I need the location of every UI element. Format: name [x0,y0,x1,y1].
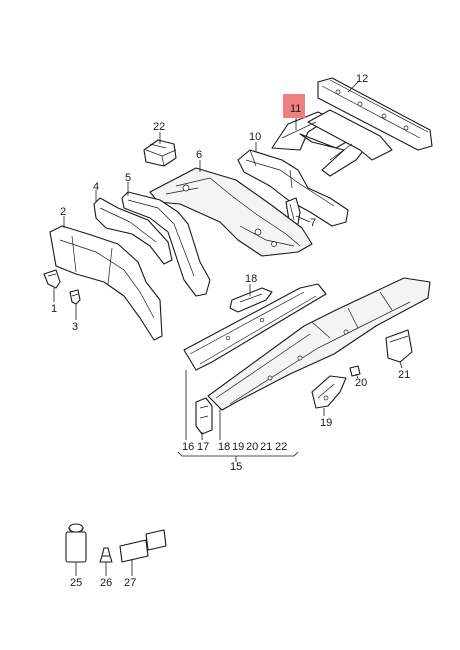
callout-15[interactable]: 15 [230,461,242,473]
callout-22-lower[interactable]: 22 [275,441,287,453]
part-10-rear-side-member[interactable] [237,149,349,227]
part-17-vertical-bracket[interactable] [195,397,213,435]
part-11-rear-frame[interactable] [271,109,393,177]
part-5-sill-reinforcement[interactable] [121,191,211,297]
callout-20-lower[interactable]: 20 [246,441,258,453]
callout-19-lower[interactable]: 19 [232,441,244,453]
callout-21-right[interactable]: 21 [398,369,410,381]
callout-21-lower[interactable]: 21 [260,441,272,453]
part-2-front-side-panel[interactable] [49,225,163,341]
part-3-bolt[interactable] [69,289,81,305]
callout-27[interactable]: 27 [124,577,136,589]
part-18-bracket-upper[interactable] [229,287,273,313]
callout-4[interactable]: 4 [93,181,99,193]
callout-16[interactable]: 16 [182,441,194,453]
callout-20-right[interactable]: 20 [355,377,367,389]
callout-18-lower[interactable]: 18 [218,441,230,453]
part-25-foam-can[interactable] [65,523,87,563]
part-1-clip[interactable] [43,269,61,289]
part-4-pillar-member[interactable] [93,197,173,265]
part-20-clip[interactable] [349,365,361,377]
part-27-damping-pads[interactable] [119,529,167,563]
callout-22-top[interactable]: 22 [153,121,165,133]
callout-12[interactable]: 12 [356,73,368,85]
part-16-left-sill[interactable] [183,283,327,371]
callout-5[interactable]: 5 [125,172,131,184]
callout-19-right[interactable]: 19 [320,417,332,429]
part-15-longitudinal-member[interactable] [207,277,431,411]
callout-labels: 12 11 10 22 6 5 4 2 7 18 1 3 20 21 19 16… [51,73,410,589]
leader-lines [53,81,403,576]
part-6-floor-panel[interactable] [149,167,313,257]
callout-11[interactable]: 11 [290,103,301,115]
part-22-block[interactable] [143,139,177,167]
callout-10[interactable]: 10 [249,131,261,143]
part-19-bracket[interactable] [311,375,347,409]
callout-6[interactable]: 6 [196,149,202,161]
callout-18-upper[interactable]: 18 [245,273,257,285]
callout-2[interactable]: 2 [60,206,66,218]
part-12-cross-member[interactable] [317,77,433,151]
highlight-box-11 [283,94,305,118]
callout-3[interactable]: 3 [72,321,78,333]
part-21-cover[interactable] [385,329,413,363]
callout-1[interactable]: 1 [51,303,57,315]
callout-7[interactable]: 7 [310,217,316,229]
callout-26[interactable]: 26 [100,577,112,589]
part-26-plug[interactable] [99,547,113,563]
callout-17[interactable]: 17 [197,441,209,453]
callout-25[interactable]: 25 [70,577,82,589]
